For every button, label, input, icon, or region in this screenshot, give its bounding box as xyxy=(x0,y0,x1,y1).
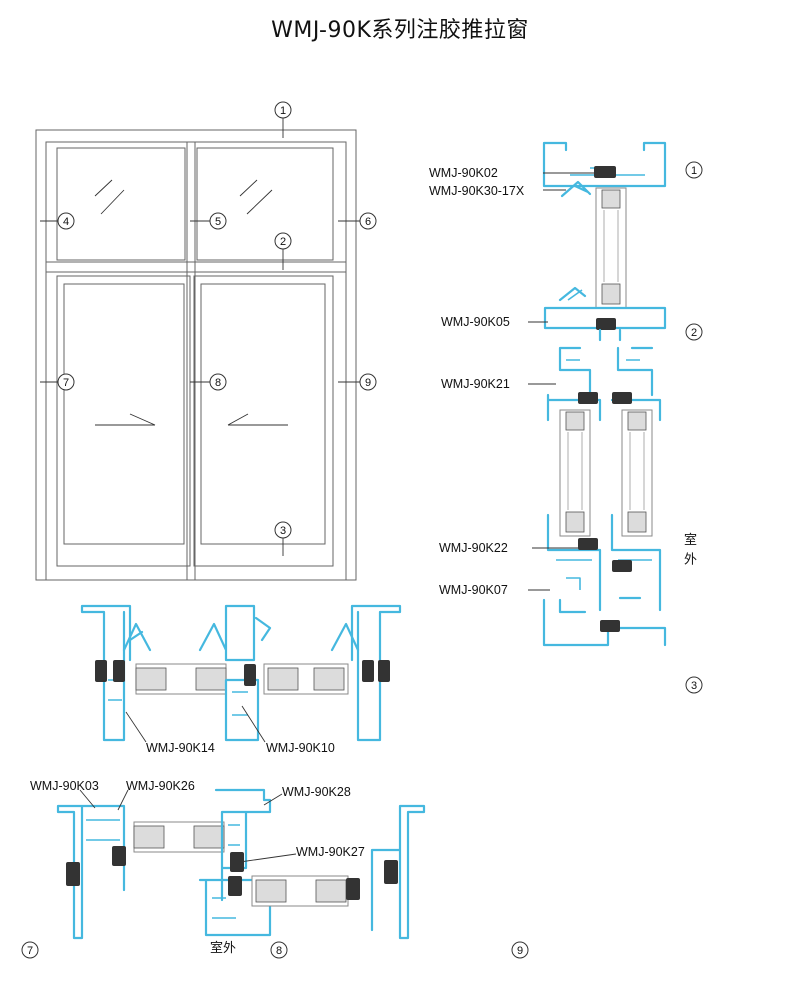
marker-8: 8 xyxy=(209,373,227,391)
label-k14: WMJ-90K14 xyxy=(146,741,215,755)
label-k22: WMJ-90K22 xyxy=(439,541,508,555)
svg-text:8: 8 xyxy=(215,377,221,389)
hsec-marker-9: 9 xyxy=(511,941,529,959)
label-k26: WMJ-90K26 xyxy=(126,779,195,793)
svg-text:1: 1 xyxy=(280,105,286,117)
svg-text:2: 2 xyxy=(691,327,697,339)
svg-text:9: 9 xyxy=(517,945,523,957)
svg-text:1: 1 xyxy=(691,165,697,177)
hsec-marker-8: 8 xyxy=(270,941,288,959)
vsec-marker-1: 1 xyxy=(685,161,703,179)
marker-2: 2 xyxy=(274,232,292,250)
svg-text:7: 7 xyxy=(27,945,33,957)
marker-1: 1 xyxy=(274,101,292,119)
marker-4: 4 xyxy=(57,212,75,230)
outside-label-horizontal: 室外 xyxy=(210,940,236,956)
vsec-marker-3: 3 xyxy=(685,676,703,694)
label-k02: WMJ-90K02 xyxy=(429,166,498,180)
svg-text:9: 9 xyxy=(365,377,371,389)
label-k27: WMJ-90K27 xyxy=(296,845,365,859)
label-k30-17x: WMJ-90K30-17X xyxy=(429,184,525,198)
label-k10: WMJ-90K10 xyxy=(266,741,335,755)
window-elevation: 1 2 3 4 5 6 7 8 9 xyxy=(35,101,377,581)
horizontal-section-b: WMJ-90K03 WMJ-90K26 WMJ-90K28 WMJ-90K27 … xyxy=(21,779,529,959)
horizontal-section-a: WMJ-90K14 WMJ-90K10 xyxy=(80,604,402,755)
label-k28: WMJ-90K28 xyxy=(282,785,351,799)
label-k05: WMJ-90K05 xyxy=(441,315,510,329)
svg-text:6: 6 xyxy=(365,216,371,228)
svg-text:8: 8 xyxy=(276,945,282,957)
vertical-section: WMJ-90K02 WMJ-90K30-17X WMJ-90K05 WMJ-90… xyxy=(429,141,703,694)
marker-6: 6 xyxy=(359,212,377,230)
svg-text:7: 7 xyxy=(63,377,69,389)
outside-label-vertical: 室外 xyxy=(684,532,697,568)
marker-5: 5 xyxy=(209,212,227,230)
label-k21: WMJ-90K21 xyxy=(441,377,510,391)
svg-text:4: 4 xyxy=(63,216,69,228)
label-k07: WMJ-90K07 xyxy=(439,583,508,597)
svg-text:2: 2 xyxy=(280,236,286,248)
marker-3: 3 xyxy=(274,521,292,539)
vsec-marker-2: 2 xyxy=(685,323,703,341)
label-k03: WMJ-90K03 xyxy=(30,779,99,793)
svg-text:5: 5 xyxy=(215,216,221,228)
marker-9: 9 xyxy=(359,373,377,391)
marker-7: 7 xyxy=(57,373,75,391)
hsec-marker-7: 7 xyxy=(21,941,39,959)
svg-text:3: 3 xyxy=(691,680,697,692)
svg-text:3: 3 xyxy=(280,525,286,537)
page-title: WMJ-90K系列注胶推拉窗 xyxy=(271,18,529,43)
